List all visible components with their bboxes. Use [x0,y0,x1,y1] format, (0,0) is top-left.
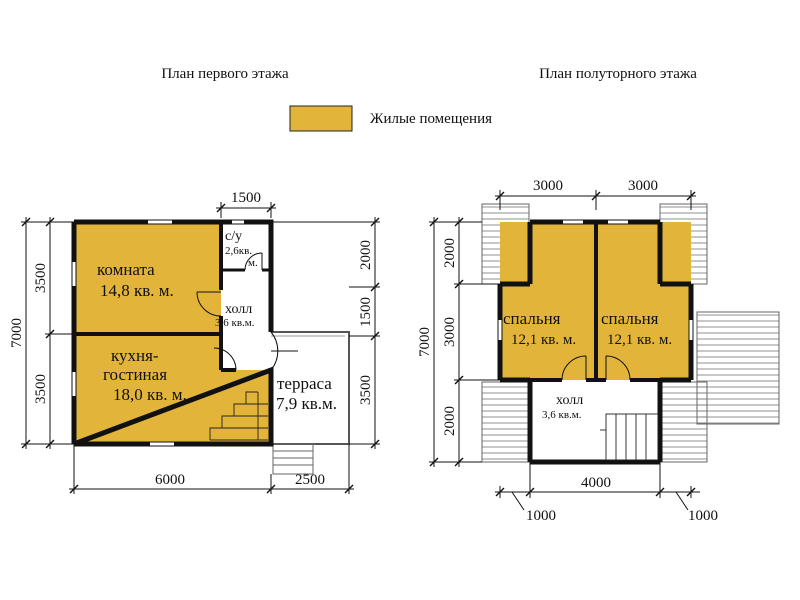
dim-left-bottom: 3500 [33,374,49,404]
room-terrace-area: 7,9 кв.м. [276,394,337,413]
room-bedroom-1-area: 12,1 кв. м. [511,332,576,348]
door-bedroom-1 [561,355,587,381]
room-bedroom-2-label: спальня [601,309,659,328]
dim-attic-left-total: 7000 [417,327,433,357]
room-attic-hall-label: холл [556,393,583,408]
first-floor-windows [72,220,244,446]
room-attic-hall-area: 3,6 кв.м. [542,409,582,421]
room-bedroom-1-label: спальня [503,309,561,328]
room-bedroom-2-fill [598,222,691,380]
dim-attic-top-left: 3000 [533,178,563,194]
dim-left-top: 3500 [33,263,49,293]
dim-attic-left-bottom: 2000 [442,406,458,436]
dim-attic-bottom-right: 1000 [688,508,718,524]
legend-swatch [289,105,353,132]
attic-stairs [600,413,659,461]
room-hall-area: 3,6 кв.м. [215,317,255,329]
first-floor-plan: комната 14,8 кв. м. с/у 2,6кв. м. холл 3… [9,190,380,494]
attic-floor-title: План полуторного этажа [539,66,697,82]
dim-attic-bottom-left: 1000 [526,508,556,524]
dim-left-total: 7000 [9,318,25,348]
legend-label: Жилые помещения [370,111,492,127]
room-komnata-label: комната [97,260,155,279]
room-kitchen-label-2: гостиная [103,365,167,384]
door-bath [244,252,263,271]
dim-right-mid: 1500 [358,297,374,327]
dim-right-top: 2000 [358,240,374,270]
room-komnata-area: 14,8 кв. м. [100,281,174,300]
room-bath-label: с/у [225,229,242,244]
dim-attic-bottom-mid: 4000 [581,475,611,491]
room-bedroom-2-area: 12,1 кв. м. [607,332,672,348]
room-kitchen-label-1: кухня- [111,346,159,365]
dim-attic-top-right: 3000 [628,178,658,194]
room-kitchen-area: 18,0 кв. м. [113,385,187,404]
dim-bottom-left: 6000 [155,472,185,488]
door-kitchen [213,347,237,371]
terrace-steps [272,443,314,475]
dim-attic-left-mid: 3000 [442,317,458,347]
room-terrace-label: терраса [277,374,332,393]
dim-bath-width: 1500 [231,190,261,206]
door-bedroom-2 [605,355,631,381]
room-bath-area: 2,6кв. [225,245,252,257]
room-bath-area-unit: м. [248,257,258,269]
dim-attic-left-top: 2000 [442,238,458,268]
dim-bottom-right: 2500 [295,472,325,488]
room-bedroom-1-fill [500,222,595,380]
room-hall-label: холл [225,302,252,317]
attic-floor-plan: спальня 12,1 кв. м. спальня 12,1 кв. м. … [417,178,780,524]
first-floor-title: План первого этажа [161,66,289,82]
room-komnata-fill [74,222,221,332]
door-komnata [196,291,222,317]
first-floor-stairs [209,391,268,441]
dim-right-bottom: 3500 [358,375,374,405]
attic-windows [498,220,693,340]
